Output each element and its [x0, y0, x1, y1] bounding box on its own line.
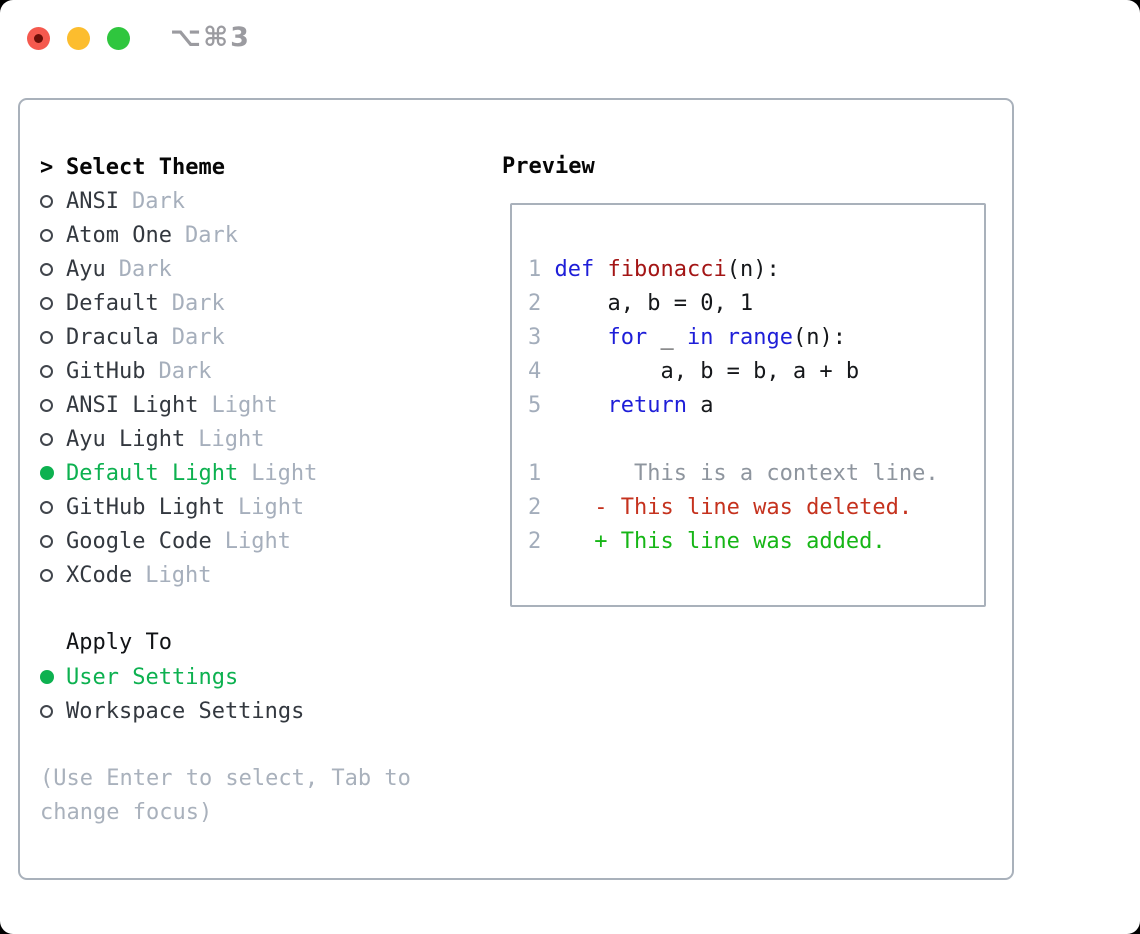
titlebar: ⌥⌘3	[0, 0, 1140, 76]
theme-item-default[interactable]: Default Dark	[40, 286, 490, 320]
diff-line-deleted: 2 - This line was deleted.	[528, 495, 913, 520]
option-variant: Dark	[171, 324, 225, 350]
option-variant: Light	[251, 460, 318, 486]
code-preview: 1 def fibonacci(n): 2 a, b = 0, 1 3 for _ …	[528, 253, 984, 423]
theme-item-xcode[interactable]: XCode Light	[40, 558, 490, 592]
theme-item-atom-one[interactable]: Atom One Dark	[40, 218, 490, 252]
radio-icon	[40, 568, 66, 582]
theme-item-ansi-light[interactable]: ANSI Light Light	[40, 388, 490, 422]
theme-item-github[interactable]: GitHub Dark	[40, 354, 490, 388]
option-label: Dracula	[66, 324, 159, 350]
option-label: Ayu Light	[66, 426, 186, 452]
apply-option-user-settings[interactable]: User Settings	[40, 660, 490, 694]
option-variant: Dark	[171, 290, 225, 316]
minimize-button[interactable]	[67, 27, 90, 50]
preview-title: Preview	[502, 154, 595, 179]
diff-line-context: 1 This is a context line.	[528, 461, 939, 486]
option-label: ANSI Light	[66, 392, 199, 418]
apply-option-workspace-settings[interactable]: Workspace Settings	[40, 694, 490, 728]
close-button[interactable]	[27, 27, 50, 50]
code-line: 2 a, b = 0, 1	[528, 291, 754, 316]
traffic-lights	[27, 27, 130, 50]
option-label: ANSI	[66, 188, 119, 214]
theme-list-title: Select Theme	[66, 154, 225, 180]
theme-item-ayu-light[interactable]: Ayu Light Light	[40, 422, 490, 456]
code-line: 3 for _ in range(n):	[528, 325, 846, 350]
diff-preview: 1 This is a context line. 2 - This line w…	[528, 457, 984, 559]
option-variant: Light	[237, 494, 305, 520]
option-variant: Dark	[184, 222, 238, 248]
theme-item-default-light[interactable]: Default Light Light	[40, 456, 490, 490]
radio-icon	[40, 398, 66, 412]
option-label: Default Light	[66, 460, 239, 486]
option-variant: Dark	[118, 256, 172, 282]
option-variant: Dark	[131, 188, 185, 214]
option-variant: Light	[211, 392, 278, 418]
spacer	[40, 592, 490, 626]
theme-item-google-code[interactable]: Google Code Light	[40, 524, 490, 558]
radio-icon	[40, 534, 66, 548]
radio-selected-icon	[40, 670, 66, 684]
radio-icon	[40, 262, 66, 276]
option-variant: Light	[198, 426, 265, 452]
code-line: 1 def fibonacci(n):	[528, 257, 780, 282]
option-variant: Light	[224, 528, 291, 554]
apply-to-header: Apply To	[66, 630, 172, 655]
option-label: Default	[66, 290, 159, 316]
theme-item-ayu[interactable]: Ayu Dark	[40, 252, 490, 286]
option-label: XCode	[66, 562, 133, 588]
option-label: Workspace Settings	[66, 698, 305, 724]
theme-list-header: > Select Theme	[40, 150, 490, 184]
theme-item-github-light[interactable]: GitHub Light Light	[40, 490, 490, 524]
radio-icon	[40, 500, 66, 514]
option-variant: Dark	[158, 358, 212, 384]
option-label: GitHub Light	[66, 494, 225, 520]
keyboard-shortcut-label: ⌥⌘3	[170, 22, 251, 53]
radio-icon	[40, 296, 66, 310]
hint-line-2: change focus)	[40, 800, 213, 825]
theme-item-dracula[interactable]: Dracula Dark	[40, 320, 490, 354]
option-label: GitHub	[66, 358, 146, 384]
option-label: Atom One	[66, 222, 172, 248]
radio-icon	[40, 330, 66, 344]
option-label: Ayu	[66, 256, 106, 282]
radio-icon	[40, 228, 66, 242]
option-label: User Settings	[66, 664, 239, 690]
code-line: 4 a, b = b, a + b	[528, 359, 860, 384]
preview-column: Preview	[502, 150, 595, 184]
blank-line	[528, 423, 984, 457]
preview-box: 1 def fibonacci(n): 2 a, b = 0, 1 3 for _ …	[510, 203, 986, 607]
option-variant: Light	[145, 562, 212, 588]
radio-icon	[40, 364, 66, 378]
zoom-button[interactable]	[107, 27, 130, 50]
diff-line-added: 2 + This line was added.	[528, 529, 886, 554]
theme-item-ansi[interactable]: ANSI Dark	[40, 184, 490, 218]
radio-selected-icon	[40, 466, 66, 480]
radio-icon	[40, 704, 66, 718]
hint-line-1: (Use Enter to select, Tab to	[40, 766, 411, 791]
option-label: Google Code	[66, 528, 212, 554]
radio-icon	[40, 432, 66, 446]
radio-icon	[40, 194, 66, 208]
code-line: 5 return a	[528, 393, 714, 418]
cursor-icon: >	[40, 154, 54, 180]
spacer	[40, 728, 490, 762]
